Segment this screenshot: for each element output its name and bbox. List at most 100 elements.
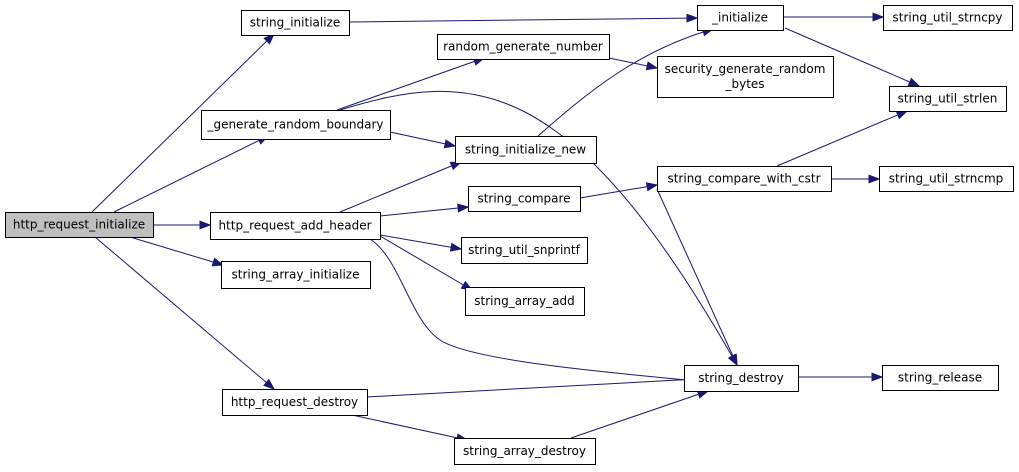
node-string_compare_with_cstr[interactable]: string_compare_with_cstr (657, 166, 832, 192)
node-box (684, 365, 799, 392)
edge-line (94, 236, 275, 390)
edge-http_request_initialize-to-_generate_random_boundary (113, 135, 270, 213)
node-box (879, 166, 1014, 192)
node-box (241, 10, 350, 36)
edge-random_generate_number-to-security_generate_random_bytes (608, 57, 659, 71)
edge-line (351, 414, 468, 441)
node-security_generate_random_bytes[interactable]: security_generate_random_bytes (657, 56, 834, 98)
node-label: http_request_destroy (231, 395, 358, 409)
node-string_initialize_new[interactable]: string_initialize_new (455, 136, 597, 164)
node-label: string_array_initialize (232, 268, 360, 282)
node-box (461, 237, 588, 264)
arrowhead-icon (686, 13, 699, 23)
node-label: _initialize (711, 11, 768, 25)
edge-line (339, 90, 738, 366)
edge-_generate_random_boundary-to-string_destroy (339, 90, 738, 367)
node-string_util_strncmp[interactable]: string_util_strncmp (879, 166, 1014, 192)
node-string_array_destroy[interactable]: string_array_destroy (454, 438, 596, 465)
arrowhead-icon (872, 12, 885, 22)
edge-string_destroy-to-string_release (798, 372, 884, 382)
node-label: http_request_initialize (13, 218, 145, 232)
node-box (437, 34, 610, 60)
arrowhead-icon (199, 220, 212, 230)
edge-string_initialize-to-_initialize (348, 13, 699, 23)
node-label: _bytes (724, 77, 764, 91)
edge-line (537, 28, 714, 137)
node-_initialize[interactable]: _initialize (697, 5, 784, 31)
node-string_destroy[interactable]: string_destroy (684, 365, 799, 392)
edge-line (656, 188, 738, 366)
node-string_util_snprintf[interactable]: string_util_snprintf (461, 237, 588, 264)
node-string_initialize[interactable]: string_initialize (241, 10, 350, 36)
node-label: string_destroy (698, 371, 784, 385)
arrowhead-icon (263, 378, 276, 390)
edge-http_request_add_header-to-string_array_add (379, 235, 474, 291)
node-random_generate_number[interactable]: random_generate_number (437, 34, 610, 60)
edge-string_compare_with_cstr-to-string_util_strlen (776, 110, 909, 167)
node-box (201, 110, 391, 140)
node-string_util_strncpy[interactable]: string_util_strncpy (883, 5, 1013, 31)
edge-line (379, 234, 462, 250)
edge-http_request_add_header-to-string_compare (379, 203, 470, 217)
node-label: string_release (898, 371, 982, 385)
node-label: string_compare_with_cstr (667, 172, 820, 186)
node-label: random_generate_number (443, 40, 603, 54)
nodes-layer: http_request_initialize string_initialize… (5, 5, 1014, 465)
arrowhead-icon (645, 61, 659, 71)
arrowhead-icon (907, 77, 921, 87)
node-string_compare[interactable]: string_compare (468, 186, 581, 212)
edge-_generate_random_boundary-to-random_generate_number (336, 57, 486, 111)
node-_generate_random_boundary[interactable]: _generate_random_boundary (201, 110, 391, 140)
node-box (657, 166, 832, 192)
node-box (882, 365, 999, 391)
edge-line (336, 57, 485, 111)
edge-_initialize-to-string_util_strncpy (783, 12, 885, 22)
node-http_request_initialize[interactable]: http_request_initialize (5, 212, 154, 238)
node-string_array_initialize[interactable]: string_array_initialize (221, 261, 371, 289)
edge-line (91, 33, 275, 213)
node-label: string_compare (477, 192, 570, 206)
arrowhead-icon (871, 372, 884, 382)
edge-string_array_destroy-to-string_destroy (570, 390, 710, 439)
node-box (210, 212, 381, 240)
edge-line (129, 236, 224, 266)
arrowhead-icon (457, 203, 470, 213)
node-http_request_destroy[interactable]: http_request_destroy (222, 389, 368, 416)
edge-line (339, 161, 462, 213)
node-label: string_initialize (250, 16, 340, 30)
arrowhead-icon (728, 353, 738, 367)
node-string_array_add[interactable]: string_array_add (465, 287, 585, 316)
edge-line (379, 206, 469, 217)
arrowhead-icon (443, 139, 457, 149)
arrowhead-icon (645, 182, 659, 192)
arrowhead-icon (895, 110, 909, 120)
edge-http_request_initialize-to-string_initialize (91, 33, 276, 213)
node-label: string_array_destroy (463, 444, 586, 458)
node-string_release[interactable]: string_release (882, 365, 999, 391)
node-box (454, 438, 596, 465)
node-box (5, 212, 154, 238)
node-box (222, 389, 368, 416)
node-http_request_add_header[interactable]: http_request_add_header (210, 212, 381, 240)
edge-string_compare-to-string_compare_with_cstr (579, 182, 659, 199)
edge-http_request_initialize-to-http_request_destroy (94, 236, 276, 390)
edge-_initialize-to-string_util_strlen (784, 27, 921, 87)
edge-line (113, 135, 269, 213)
edge-line (579, 184, 658, 199)
node-box (221, 261, 371, 289)
node-box (455, 136, 597, 164)
node-label: _generate_random_boundary (206, 118, 383, 132)
edge-string_compare_with_cstr-to-string_destroy (656, 188, 738, 367)
node-box (468, 186, 581, 212)
node-box (697, 5, 784, 31)
edge-line (389, 131, 456, 147)
edge-http_request_add_header-to-string_util_snprintf (379, 234, 463, 252)
node-label: string_util_strncpy (892, 11, 1002, 25)
node-label: http_request_add_header (218, 219, 371, 233)
edge-line (784, 27, 920, 87)
arrowhead-icon (211, 257, 225, 267)
node-label: security_generate_random (665, 62, 826, 76)
edge-line (366, 378, 698, 398)
edge-_generate_random_boundary-to-string_initialize_new (389, 131, 457, 149)
node-string_util_strlen[interactable]: string_util_strlen (889, 86, 1007, 112)
